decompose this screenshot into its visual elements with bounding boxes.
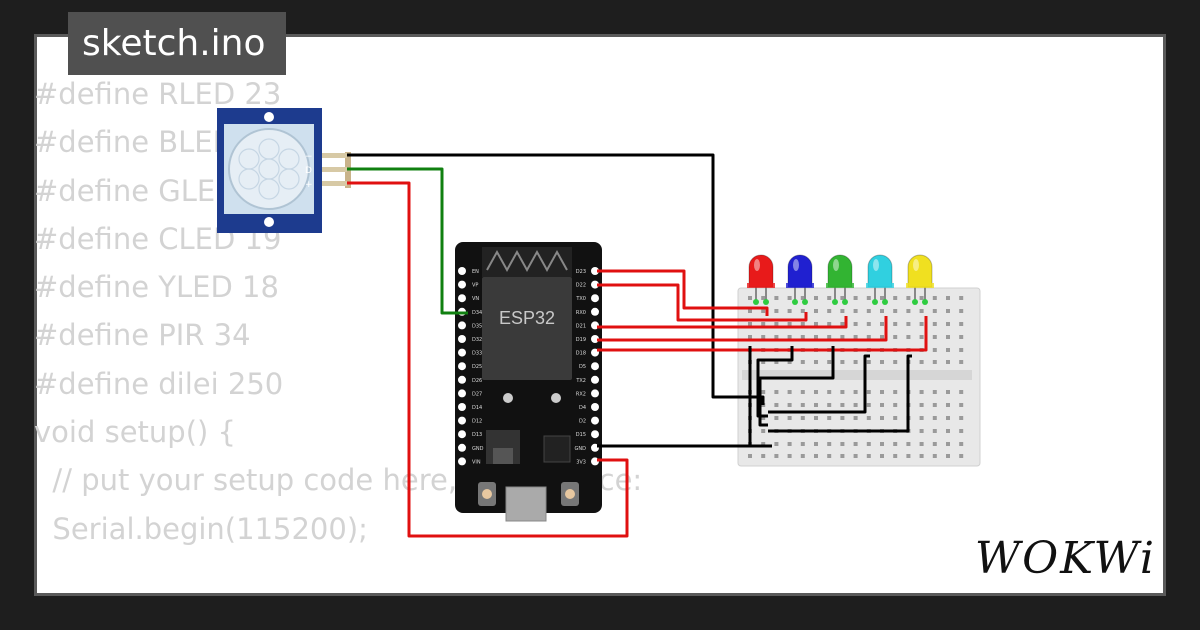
wire-led-gnd-3	[758, 346, 835, 427]
wire-d21	[597, 316, 848, 329]
esp32-pin-label: D18	[576, 351, 586, 357]
wire-d23	[597, 269, 769, 316]
wires	[347, 153, 928, 538]
led	[786, 254, 814, 305]
code-line: #define YLED 18	[34, 270, 279, 305]
wire-d18	[597, 316, 928, 352]
file-title: sketch.ino	[68, 12, 286, 75]
esp32-pin-label: VIN	[472, 459, 481, 465]
esp32-pin-label: D35	[472, 323, 482, 329]
code-line: void setup() {	[34, 415, 236, 450]
pir-pin-label: D	[305, 166, 312, 176]
esp32-pin-label: D19	[576, 337, 586, 343]
code-line: #define RLED 23	[34, 77, 282, 111]
esp32-pin-label: TX0	[575, 296, 586, 302]
esp32-pin-label: D5	[579, 364, 586, 370]
wokwi-logo: WOKWi	[974, 533, 1156, 584]
wire-led-gnd-5	[768, 354, 912, 433]
esp32-pin-label: TX2	[575, 378, 586, 384]
wire-pir-data	[347, 167, 468, 315]
esp32-pin-label: VN	[472, 296, 479, 302]
esp32-pin-label: D34	[472, 310, 482, 316]
code-line: Serial.begin(115200);	[34, 511, 368, 546]
wire-led-gnd-1	[748, 346, 768, 448]
code-line: #define PIR 34	[34, 318, 251, 353]
esp32-pin-label: GND	[575, 446, 587, 452]
led	[826, 254, 854, 305]
wire-pir-vcc	[347, 181, 629, 538]
esp32-pin-label: D12	[472, 419, 482, 425]
wire-d22	[597, 283, 808, 322]
wire-led-gnd-4	[768, 354, 870, 414]
led	[866, 254, 894, 305]
wire-d19	[597, 316, 888, 342]
esp32-chip-label: ESP32	[499, 308, 555, 328]
esp32-pin-label: D26	[472, 378, 482, 384]
wire-pir-gnd	[347, 153, 765, 405]
esp32-pin-label: D13	[472, 432, 482, 438]
esp32-pin-label: RX0	[576, 310, 586, 316]
esp32-pin-label: D22	[576, 283, 586, 289]
esp32-pin-label: D25	[472, 364, 482, 370]
code-line: #define dilei 250	[34, 366, 284, 401]
esp32-pin-label: EN	[472, 269, 479, 275]
esp32-pin-label: GND	[472, 446, 484, 452]
esp32-pin-label: D21	[576, 323, 586, 329]
esp32-pin-label: D2	[579, 419, 586, 425]
led	[747, 254, 775, 305]
esp32-pin-label: VP	[472, 283, 478, 289]
pir-pin-label: +	[305, 180, 313, 190]
esp32-pin-label: RX2	[576, 391, 586, 397]
esp32-pin-label: D15	[576, 432, 586, 438]
esp32-pin-label: D23	[576, 269, 586, 275]
code-editor: #define RLED 23#define BLED 22#define GL…	[34, 70, 642, 553]
breadboard	[737, 287, 981, 467]
esp32-pin-label: D32	[472, 337, 482, 343]
esp32-pin-label: 3V3	[576, 459, 586, 465]
led	[906, 254, 934, 305]
pir-sensor: − D +	[217, 108, 351, 233]
esp32-pin-label: D33	[472, 351, 482, 357]
led-row	[747, 254, 934, 305]
esp32-pin-label: D4	[579, 405, 586, 411]
esp32-pin-label: D27	[472, 391, 482, 397]
pir-pin-label: −	[305, 152, 313, 162]
esp32-pin-label: D14	[472, 405, 482, 411]
